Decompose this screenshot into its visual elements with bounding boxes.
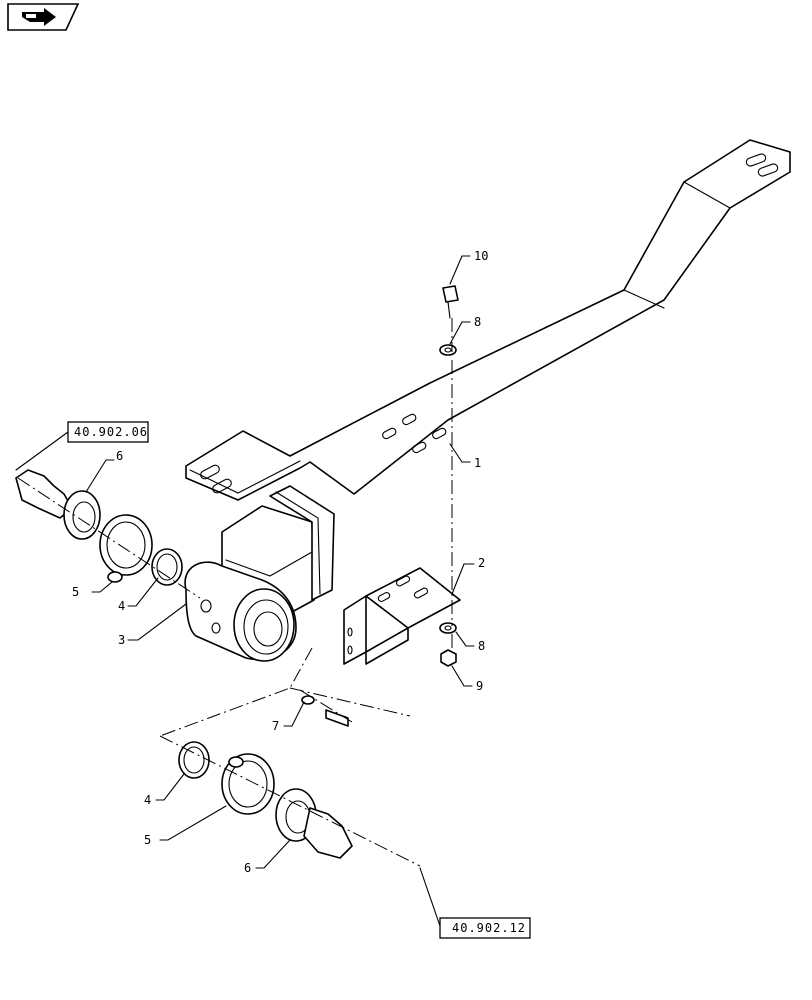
hose-clamp-lower [221, 753, 275, 815]
bolt-10 [442, 285, 459, 319]
callout-4-upper: 4 [118, 577, 159, 613]
pump-assembly [184, 485, 335, 662]
centerline-upper-fittings [17, 477, 201, 599]
svg-text:1: 1 [474, 456, 481, 470]
centerline-pump-offset [159, 647, 421, 867]
svg-text:4: 4 [144, 793, 151, 807]
washer-8-upper [439, 344, 457, 356]
hose-barb-upper [15, 469, 101, 540]
o-ring-lower [178, 741, 210, 779]
svg-text:7: 7 [272, 719, 279, 733]
callout-9: 9 [451, 665, 483, 693]
svg-text:40.902.12: 40.902.12 [452, 921, 526, 935]
svg-text:8: 8 [474, 315, 481, 329]
nut-9 [440, 649, 457, 667]
callout-8-upper: 8 [449, 315, 481, 345]
screw-7 [301, 695, 349, 727]
svg-text:6: 6 [244, 861, 251, 875]
centerline-screw [299, 689, 353, 723]
callout-4-lower: 4 [144, 773, 185, 807]
callout-2: 2 [451, 556, 485, 595]
svg-text:3: 3 [118, 633, 125, 647]
svg-text:2: 2 [478, 556, 485, 570]
svg-text:10: 10 [474, 249, 488, 263]
svg-text:40.902.06: 40.902.06 [74, 425, 148, 439]
callout-3: 3 [118, 603, 187, 647]
callout-7: 7 [272, 701, 305, 733]
callout-6-upper: 6 [85, 449, 123, 493]
svg-text:9: 9 [476, 679, 483, 693]
callout-1: 1 [449, 443, 481, 470]
o-ring-upper [151, 548, 183, 586]
callout-5-lower: 5 [144, 805, 227, 847]
callout-5-upper: 5 [72, 581, 113, 599]
hose-barb-lower [275, 788, 353, 859]
callout-10: 10 [449, 249, 488, 285]
return-arrow-icon [22, 8, 56, 26]
bracket [343, 567, 461, 665]
back-navigation-button[interactable] [7, 3, 80, 31]
hose-clamp-upper [99, 514, 153, 583]
svg-text:5: 5 [144, 833, 151, 847]
svg-text:6: 6 [116, 449, 123, 463]
callout-6-lower: 6 [244, 839, 291, 875]
reference-box-top[interactable]: 40.902.06 [15, 421, 149, 471]
reference-box-bottom[interactable]: 40.902.12 [419, 867, 531, 939]
svg-text:4: 4 [118, 599, 125, 613]
svg-text:8: 8 [478, 639, 485, 653]
mounting-bar [185, 139, 791, 501]
svg-text:5: 5 [72, 585, 79, 599]
callout-8-lower: 8 [455, 631, 485, 653]
washer-8-lower [439, 622, 457, 634]
